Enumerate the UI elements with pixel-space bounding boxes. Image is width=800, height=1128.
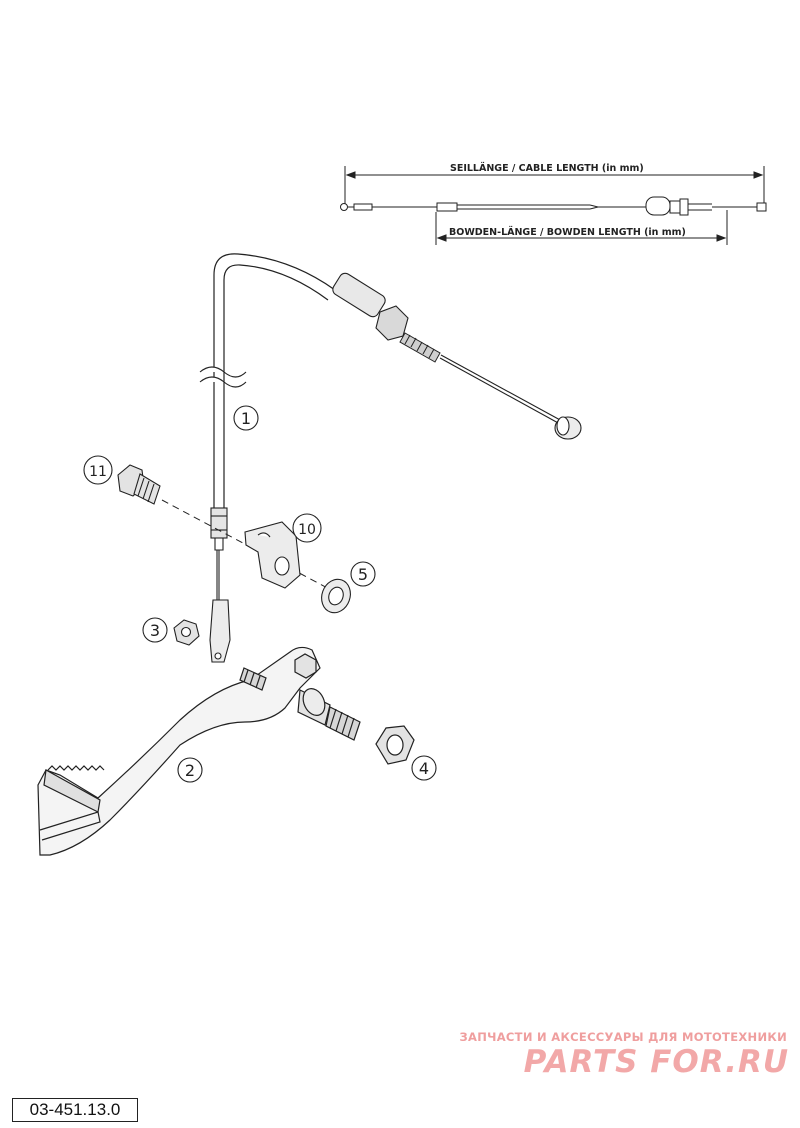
watermark-tagline: ЗАПЧАСТИ И АКСЕССУАРЫ ДЛЯ МОТОТЕХНИКИ xyxy=(459,1030,787,1044)
watermark-brand: PARTS FOR.RU xyxy=(523,1044,789,1080)
nut-small xyxy=(173,619,200,646)
bolt xyxy=(117,464,161,505)
dimension-inset xyxy=(340,166,767,245)
bowden-length-label: BOWDEN-LÄNGE / BOWDEN LENGTH (in mm) xyxy=(449,227,686,238)
callout-5: 5 xyxy=(358,565,368,584)
cable-length-label: SEILLÄNGE / CABLE LENGTH (in mm) xyxy=(450,163,644,174)
collar-nut xyxy=(375,725,415,765)
callout-2: 2 xyxy=(185,761,195,780)
washer xyxy=(321,578,351,614)
cable-assembly xyxy=(199,253,582,663)
bracket xyxy=(244,521,301,589)
callout-11: 11 xyxy=(89,464,107,480)
callout-3: 3 xyxy=(150,621,160,640)
callouts xyxy=(83,405,437,783)
brake-pedal xyxy=(37,646,361,856)
watermark: ЗАПЧАСТИ И АКСЕССУАРЫ ДЛЯ МОТОТЕХНИКИ PA… xyxy=(460,1030,795,1082)
callout-10: 10 xyxy=(298,522,316,538)
catalog-number: 03-451.13.0 xyxy=(12,1098,138,1122)
callout-1: 1 xyxy=(241,409,251,428)
callout-4: 4 xyxy=(419,759,429,778)
